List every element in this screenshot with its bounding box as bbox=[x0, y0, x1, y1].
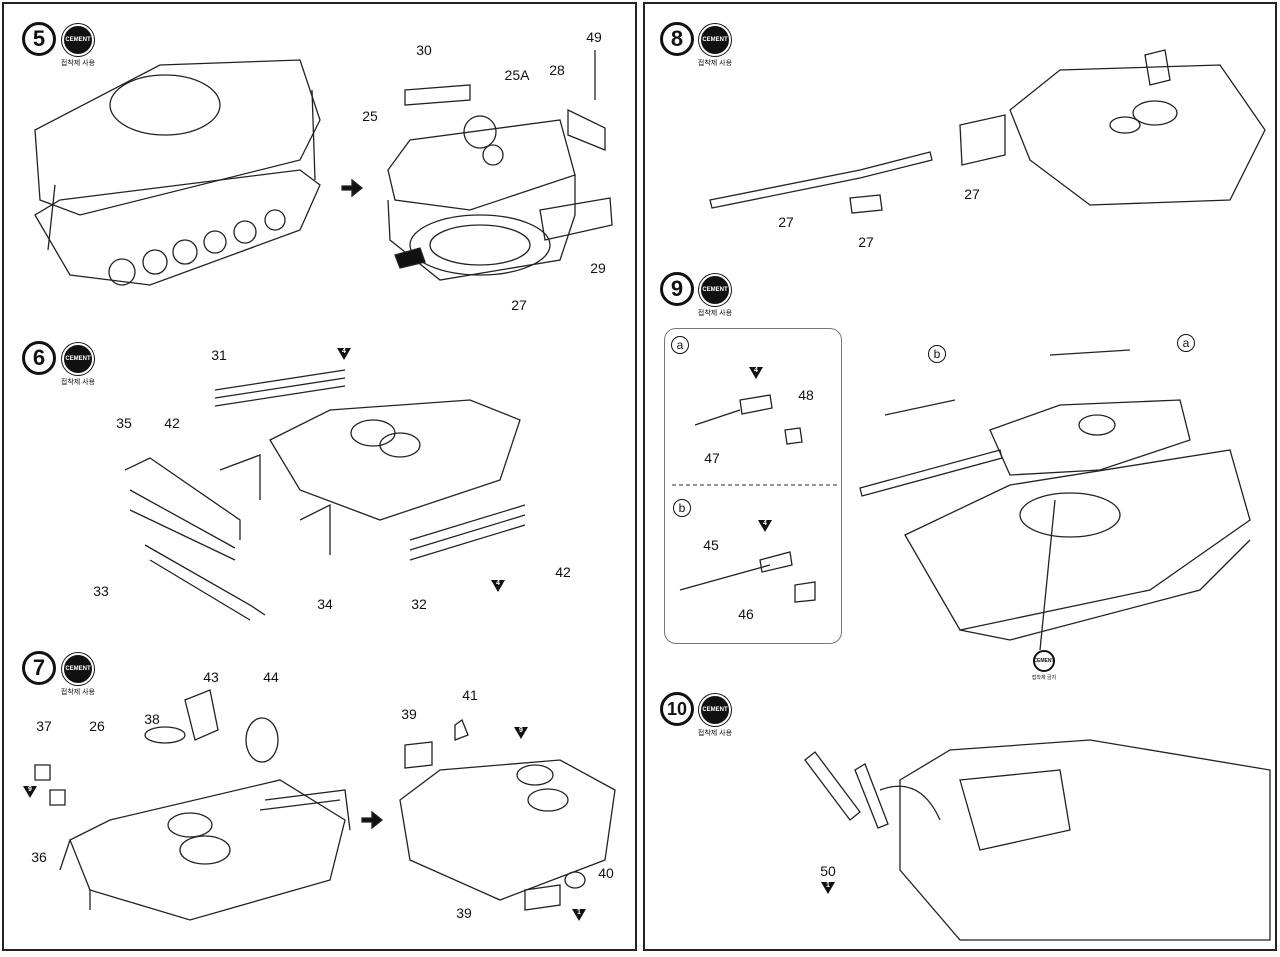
hull-drawing-step5 bbox=[34, 59, 321, 286]
part-label: 36 bbox=[31, 849, 47, 865]
part-label: 43 bbox=[203, 669, 219, 685]
step-number: 6 bbox=[22, 341, 56, 375]
sprue-marker-icon: 4 bbox=[337, 348, 351, 360]
part-label: 33 bbox=[93, 583, 109, 599]
hull-drawing-step10 bbox=[804, 739, 1271, 941]
sprue-marker-icon: 1 bbox=[572, 909, 586, 921]
part-label: 40 bbox=[598, 865, 614, 881]
part-label: 45 bbox=[703, 537, 719, 553]
gun-drawings-inset bbox=[679, 394, 816, 603]
callout-label: b bbox=[673, 499, 691, 517]
step-number: 5 bbox=[22, 22, 56, 56]
part-label: 39 bbox=[401, 706, 417, 722]
sprue-marker-icon: 4 bbox=[491, 580, 505, 592]
part-label: 30 bbox=[416, 42, 432, 58]
part-label: 47 bbox=[704, 450, 720, 466]
part-label: 27 bbox=[778, 214, 794, 230]
turret-drawing-step6 bbox=[124, 369, 526, 621]
part-label: 27 bbox=[511, 297, 527, 313]
part-label: 26 bbox=[89, 718, 105, 734]
callout-label: a bbox=[1177, 334, 1195, 352]
part-label: 44 bbox=[263, 669, 279, 685]
step-number: 10 bbox=[660, 692, 694, 726]
part-label: 28 bbox=[549, 62, 565, 78]
part-label: 32 bbox=[411, 596, 427, 612]
callout-label: b bbox=[928, 345, 946, 363]
step-number: 9 bbox=[660, 272, 694, 306]
turret-drawing-step5 bbox=[387, 50, 613, 281]
step-number: 8 bbox=[660, 22, 694, 56]
turret-drawing-step7-left bbox=[34, 689, 351, 921]
part-label: 27 bbox=[964, 186, 980, 202]
arrow-icon bbox=[341, 178, 364, 198]
part-label: 38 bbox=[144, 711, 160, 727]
gun-and-turret-drawing-step8 bbox=[709, 49, 1266, 214]
sprue-marker-icon: 9 bbox=[23, 786, 37, 798]
part-label: 31 bbox=[211, 347, 227, 363]
part-label: 50 bbox=[820, 863, 836, 879]
sprue-marker-icon: 4 bbox=[758, 520, 772, 532]
sprue-marker-icon: 9 bbox=[514, 727, 528, 739]
part-label: 29 bbox=[590, 260, 606, 276]
part-label: 35 bbox=[116, 415, 132, 431]
callout-label: a bbox=[671, 336, 689, 354]
right-page-panel bbox=[643, 2, 1277, 951]
detail-inset-box bbox=[664, 328, 842, 644]
left-page-panel bbox=[2, 2, 637, 951]
part-label: 41 bbox=[462, 687, 478, 703]
part-label: 42 bbox=[555, 564, 571, 580]
part-label: 42 bbox=[164, 415, 180, 431]
sprue-marker-icon: 4 bbox=[749, 367, 763, 379]
tank-drawing-step9 bbox=[859, 349, 1251, 651]
part-label: 27 bbox=[858, 234, 874, 250]
sprue-marker-icon: 1 bbox=[821, 882, 835, 894]
arrow-icon bbox=[361, 810, 384, 830]
part-label: 37 bbox=[36, 718, 52, 734]
part-label: 49 bbox=[586, 29, 602, 45]
part-label: 48 bbox=[798, 387, 814, 403]
step-number: 7 bbox=[22, 651, 56, 685]
part-label: 25 bbox=[362, 108, 378, 124]
part-label: 39 bbox=[456, 905, 472, 921]
turret-drawing-step7-right bbox=[399, 718, 616, 911]
part-label: 46 bbox=[738, 606, 754, 622]
part-label: 25A bbox=[504, 67, 530, 83]
part-label: 34 bbox=[317, 596, 333, 612]
